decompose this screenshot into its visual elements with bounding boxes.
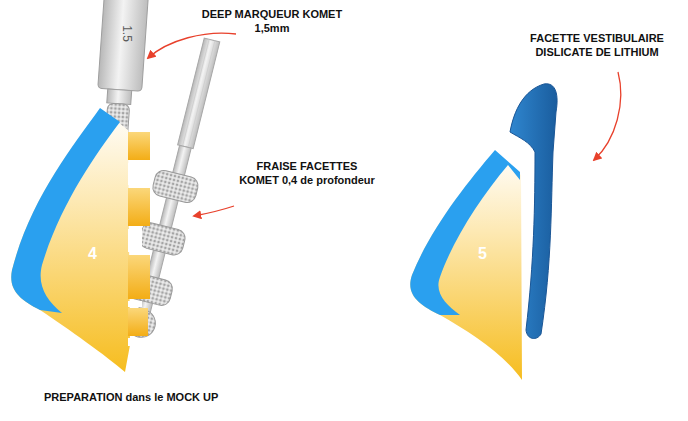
mock-up	[128, 255, 150, 299]
caption-label: PREPARATION dans le MOCK UP	[44, 391, 218, 405]
tooth-outline	[400, 100, 560, 390]
depth-groove	[128, 229, 142, 252]
enamel-layer	[410, 150, 520, 315]
leader-arrow	[594, 72, 621, 160]
tooth: 5	[400, 100, 560, 390]
tooth-outline	[0, 100, 165, 385]
leader-arrow	[148, 33, 236, 58]
tooth-number: 5	[478, 246, 487, 262]
facet-bur	[117, 35, 234, 343]
mock-up	[128, 132, 150, 160]
mock-up	[128, 188, 150, 226]
depth-groove	[128, 301, 142, 307]
instrument-label: DEEP MARQUEUR KOMET 1,5mm	[198, 8, 346, 36]
mock-up	[128, 308, 148, 336]
instrument-label: FRAISE FACETTES KOMET 0,4 de profondeur	[236, 160, 378, 188]
tooth-body	[410, 150, 522, 380]
depth-groove	[128, 163, 142, 185]
tooth-number: 4	[88, 246, 97, 262]
enamel-layer	[11, 108, 120, 313]
tooth: 4	[0, 100, 165, 385]
bur-marking: 1.5	[119, 14, 134, 54]
leader-arrow	[194, 206, 234, 216]
material-label: FACETTE VESTIBULAIRE DISLICATE DE LITHIU…	[528, 32, 666, 60]
tooth-body	[11, 108, 130, 372]
depth-groove	[128, 338, 140, 346]
